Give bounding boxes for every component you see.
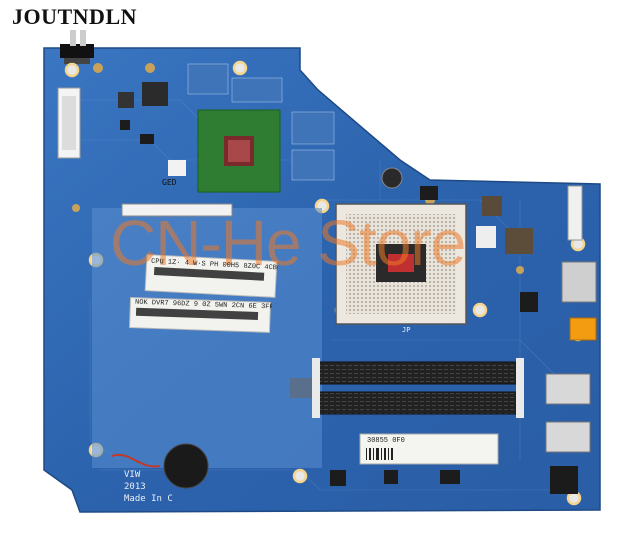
electrolytic-cap <box>381 167 403 189</box>
hdd-area <box>92 208 322 468</box>
dimm-sticker <box>359 433 499 465</box>
cmos-battery <box>111 443 209 489</box>
m2-slot <box>57 87 81 159</box>
small-ics <box>120 120 538 486</box>
brand-label: JOUTNDLN <box>12 4 138 29</box>
sata-connector <box>121 203 233 217</box>
gpu-chip <box>197 109 281 193</box>
vram-pads <box>187 63 335 181</box>
store-watermark: CN-He Store <box>110 207 466 279</box>
silkscreen-gec: GED <box>162 178 177 187</box>
silkscreen-year: 2013 <box>124 482 146 492</box>
cpu-socket <box>335 203 467 325</box>
silkscreen-made-in: Made In C <box>124 494 173 504</box>
dimm-sticker-text: 30855 0F0 <box>367 437 405 445</box>
power-connector <box>60 30 94 64</box>
dimm-slots <box>312 358 524 418</box>
silkscreen-jp: JP <box>402 326 411 334</box>
io-ports <box>545 185 597 494</box>
barcode <box>366 448 393 460</box>
silkscreen-model: VIW <box>124 470 141 480</box>
sticker-barcodes <box>135 267 265 321</box>
